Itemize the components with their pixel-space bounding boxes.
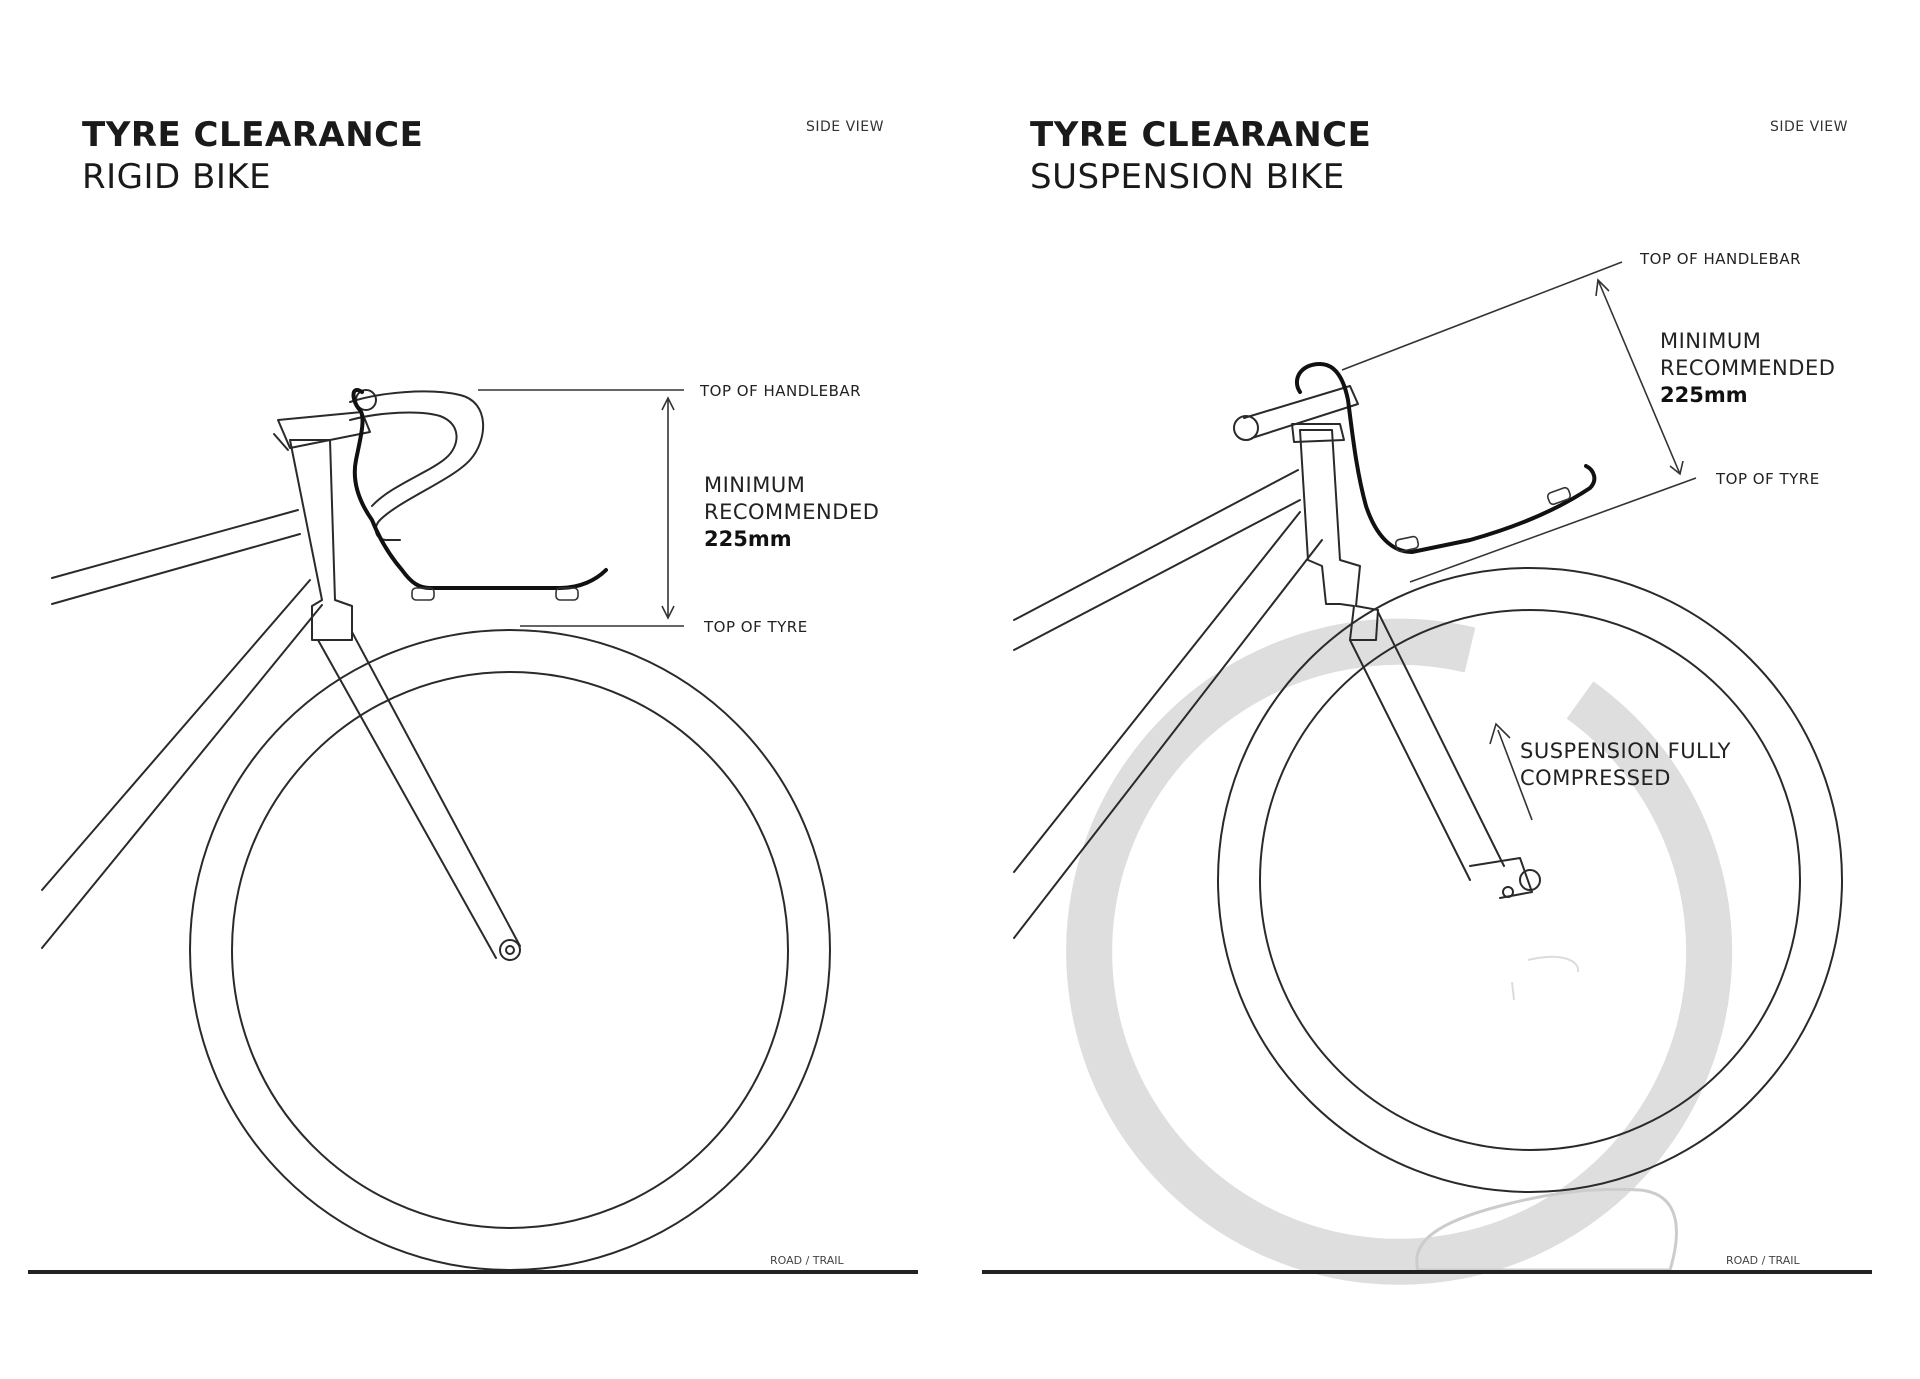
suspension-top-of-handlebar-label: TOP OF HANDLEBAR	[1639, 250, 1801, 268]
suspension-front-wheel	[1217, 567, 1843, 1193]
rigid-fork	[289, 439, 521, 961]
rigid-subtitle: RIGID BIKE	[82, 157, 271, 197]
suspension-compressed-line2: COMPRESSED	[1520, 766, 1671, 790]
rigid-frame	[41, 509, 323, 949]
suspension-compressed-line1: SUSPENSION FULLY	[1520, 739, 1731, 763]
rigid-stem	[273, 411, 371, 451]
suspension-title: TYRE CLEARANCE	[1030, 115, 1371, 155]
suspension-recommended-label: RECOMMENDED	[1660, 356, 1835, 380]
suspension-fork	[1299, 429, 1541, 899]
rigid-title: TYRE CLEARANCE	[82, 115, 423, 155]
rigid-bar-bag	[351, 388, 608, 601]
suspension-subtitle: SUSPENSION BIKE	[1030, 157, 1345, 197]
suspension-bar-bag	[1294, 362, 1597, 554]
suspension-side-view-label: SIDE VIEW	[1770, 119, 1848, 135]
rigid-side-view-label: SIDE VIEW	[806, 119, 884, 135]
suspension-frame	[1013, 469, 1323, 939]
suspension-bike-panel: TYRE CLEARANCE SUSPENSION BIKE SIDE VIEW	[982, 115, 1872, 1285]
suspension-top-of-tyre-label: TOP OF TYRE	[1715, 470, 1820, 488]
rigid-dimension	[478, 389, 684, 627]
suspension-dimension	[1341, 261, 1697, 583]
rigid-ground-label: ROAD / TRAIL	[770, 1254, 844, 1267]
rigid-bike-panel: TYRE CLEARANCE RIGID BIKE SIDE VIEW	[28, 115, 918, 1274]
rigid-minimum-label: MINIMUM	[704, 473, 805, 497]
suspension-min-value: 225mm	[1660, 383, 1748, 407]
suspension-ground-label: ROAD / TRAIL	[1726, 1254, 1800, 1267]
rigid-front-wheel	[189, 629, 831, 1271]
suspension-handlebar	[1233, 385, 1359, 443]
rigid-top-of-tyre-label: TOP OF TYRE	[703, 618, 808, 636]
rigid-top-of-handlebar-label: TOP OF HANDLEBAR	[699, 382, 861, 400]
suspension-minimum-label: MINIMUM	[1660, 329, 1761, 353]
rigid-min-value: 225mm	[704, 527, 792, 551]
rigid-recommended-label: RECOMMENDED	[704, 500, 879, 524]
compressed-wheel-ghost	[1066, 618, 1733, 1285]
compression-arrow	[1489, 722, 1533, 821]
